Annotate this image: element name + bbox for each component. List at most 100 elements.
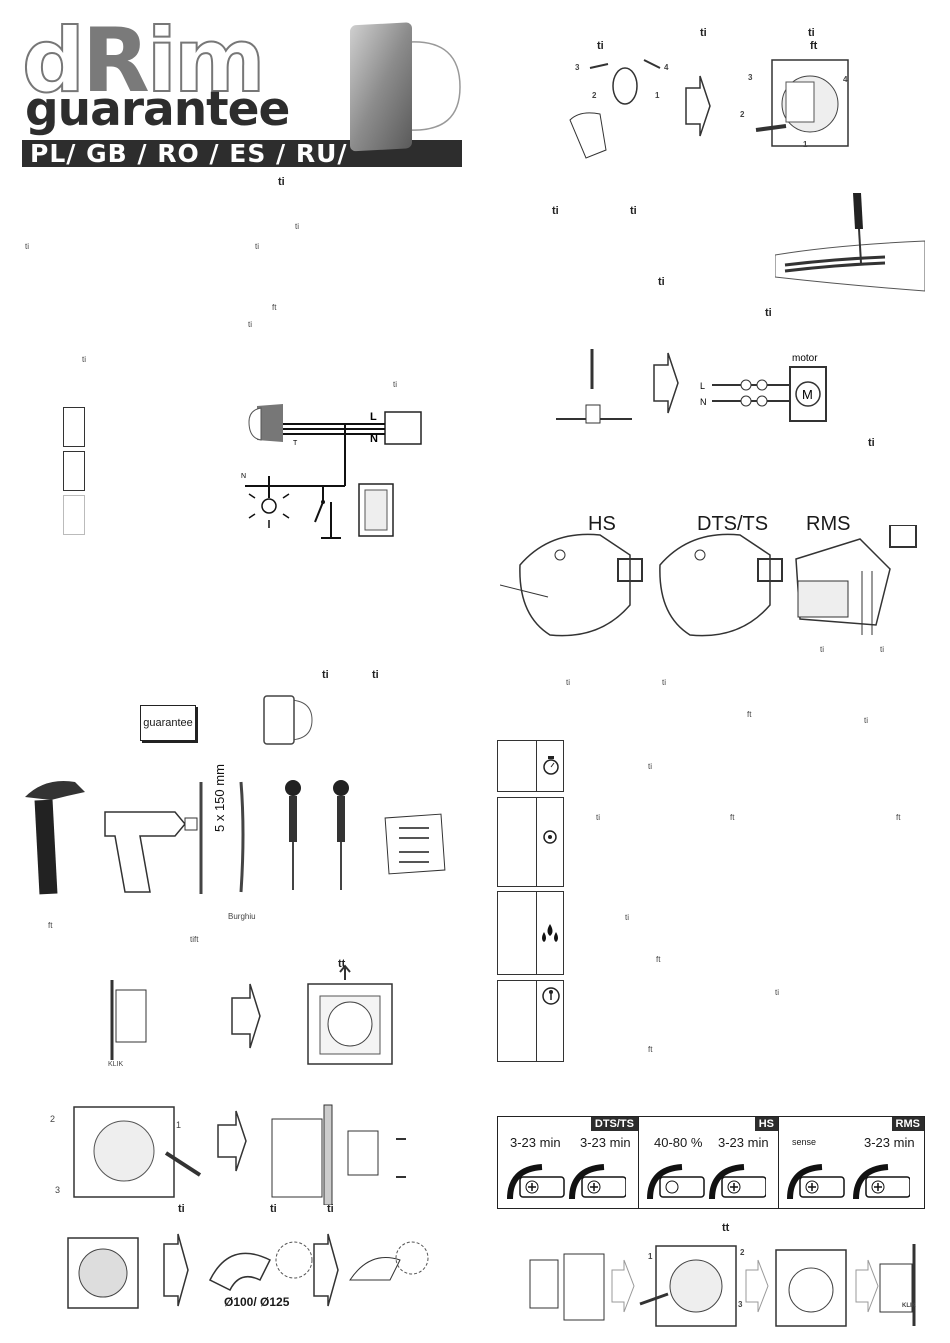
callout-4: 4 <box>664 63 669 72</box>
text-fragment: ft <box>896 813 901 822</box>
text-fragment: ti <box>880 645 884 654</box>
text-fragment: ft <box>656 955 661 964</box>
humidity-drops-icon <box>542 924 558 942</box>
text-fragment: ti <box>662 678 666 687</box>
text-fragment: ti <box>566 678 570 687</box>
mode-dts-title: DTS/TS <box>697 513 769 535</box>
text-fragment: ti <box>327 1203 334 1215</box>
callout-3: 3 <box>738 1300 743 1309</box>
text-fragment: tift <box>190 935 199 944</box>
text-fragment: ti <box>552 205 559 217</box>
text-fragment: ti <box>270 1203 277 1215</box>
control-cell-dts: DTS/TS 3-23 min 3-23 min <box>498 1117 639 1208</box>
text-fragment: ti <box>625 913 629 922</box>
callout-2: 2 <box>50 1114 56 1124</box>
control-value: 3-23 min <box>864 1135 915 1150</box>
mode-hs-title: HS <box>588 513 616 535</box>
motor-label: motor <box>792 353 818 364</box>
cable-illustration <box>775 193 925 292</box>
callout-3: 3 <box>575 63 580 72</box>
drill-caption: Burghiu <box>228 912 256 921</box>
klik-label: KLIK <box>108 1061 124 1068</box>
install-step-illustration <box>110 964 393 1065</box>
text-fragment: ti <box>868 437 875 449</box>
motion-sensor-icon <box>543 830 557 844</box>
control-tag: HS <box>754 1117 778 1131</box>
mode-rms-title: RMS <box>806 513 851 535</box>
timer-icon <box>543 756 559 775</box>
text-fragment: ft <box>648 1045 653 1054</box>
guarantee-card: guarantee <box>140 705 196 741</box>
dial-plus-icon <box>787 1164 910 1200</box>
text-fragment: ft <box>747 710 752 719</box>
wiring-label-n2: N <box>241 473 246 480</box>
callout-4: 4 <box>843 75 848 84</box>
mode-box-rms <box>497 980 564 1062</box>
text-fragment: ft <box>48 921 53 930</box>
mode-box-timer <box>497 740 564 792</box>
text-fragment: ti <box>648 762 652 771</box>
lift-marker: tt <box>338 958 346 970</box>
text-fragment: ti <box>658 276 665 288</box>
text-fragment: ti <box>775 988 779 997</box>
text-fragment: ti <box>864 716 868 725</box>
legend-box <box>63 495 85 535</box>
text-fragment: ft <box>810 40 818 52</box>
mode-box-pir <box>497 797 564 887</box>
text-fragment: ti <box>630 205 637 217</box>
control-value: 3-23 min <box>718 1135 769 1150</box>
control-boards-diagram <box>500 525 917 637</box>
control-tag: DTS/TS <box>590 1117 638 1131</box>
callout-2: 2 <box>740 1248 745 1257</box>
assembly-steps-illustration <box>529 1244 916 1327</box>
install-step-illustration <box>67 1233 429 1309</box>
wiring-diagram: L N T N <box>241 404 422 539</box>
text-fragment: ti <box>82 355 86 364</box>
text-fragment: ti <box>372 669 379 681</box>
text-fragment: ti <box>808 27 815 39</box>
text-fragment: ti <box>295 222 299 231</box>
text-fragment: ti <box>322 669 329 681</box>
person-sensor-icon <box>542 987 560 1005</box>
text-fragment: ti <box>178 1203 185 1215</box>
control-cell-rms: RMS sense 3-23 min <box>778 1117 924 1208</box>
text-fragment: ti <box>596 813 600 822</box>
mode-box-humidity <box>497 891 564 975</box>
callout-3: 3 <box>748 73 753 82</box>
text-fragment: ti <box>393 380 397 389</box>
dial-plus-icon <box>647 1164 766 1200</box>
brand-logo: dRim <box>21 9 267 112</box>
control-value: 3-23 min <box>510 1135 561 1150</box>
text-fragment: ti <box>700 27 707 39</box>
text-fragment: ti <box>25 242 29 251</box>
wiring-label-t: T <box>293 440 298 447</box>
legend-box <box>63 407 85 447</box>
motor-label-n: N <box>700 397 707 407</box>
text-fragment: ti <box>248 320 252 329</box>
lift-marker: tt <box>722 1222 730 1234</box>
klik-label: KLIK <box>902 1303 916 1309</box>
text-fragment: ti <box>597 40 604 52</box>
control-value: 40-80 % <box>654 1135 703 1150</box>
callout-2: 2 <box>740 110 745 119</box>
text-fragment: ti <box>255 242 259 251</box>
text-fragment: ti <box>278 176 285 188</box>
text-fragment: ft <box>730 813 735 822</box>
motor-label-l: L <box>700 381 705 391</box>
dial-plus-icon <box>507 1164 626 1200</box>
callout-1: 1 <box>176 1120 182 1130</box>
callout-3: 3 <box>55 1185 61 1195</box>
fan-product-image <box>350 22 461 152</box>
legend-box <box>63 451 85 491</box>
callout-1: 1 <box>803 140 808 149</box>
control-tag: RMS <box>891 1117 924 1131</box>
control-settings-table: DTS/TS 3-23 min 3-23 min HS 40-80 % 3-23… <box>497 1116 925 1209</box>
svg-text:M: M <box>802 387 813 402</box>
control-value: 3-23 min <box>580 1135 631 1150</box>
guarantee-title: guarantee <box>25 82 290 137</box>
text-fragment: ft <box>272 303 277 312</box>
control-value: sense <box>792 1137 817 1147</box>
wiring-label-l: L <box>370 411 377 423</box>
mounting-illustration <box>569 59 849 159</box>
control-cell-hs: HS 40-80 % 3-23 min <box>638 1117 779 1208</box>
